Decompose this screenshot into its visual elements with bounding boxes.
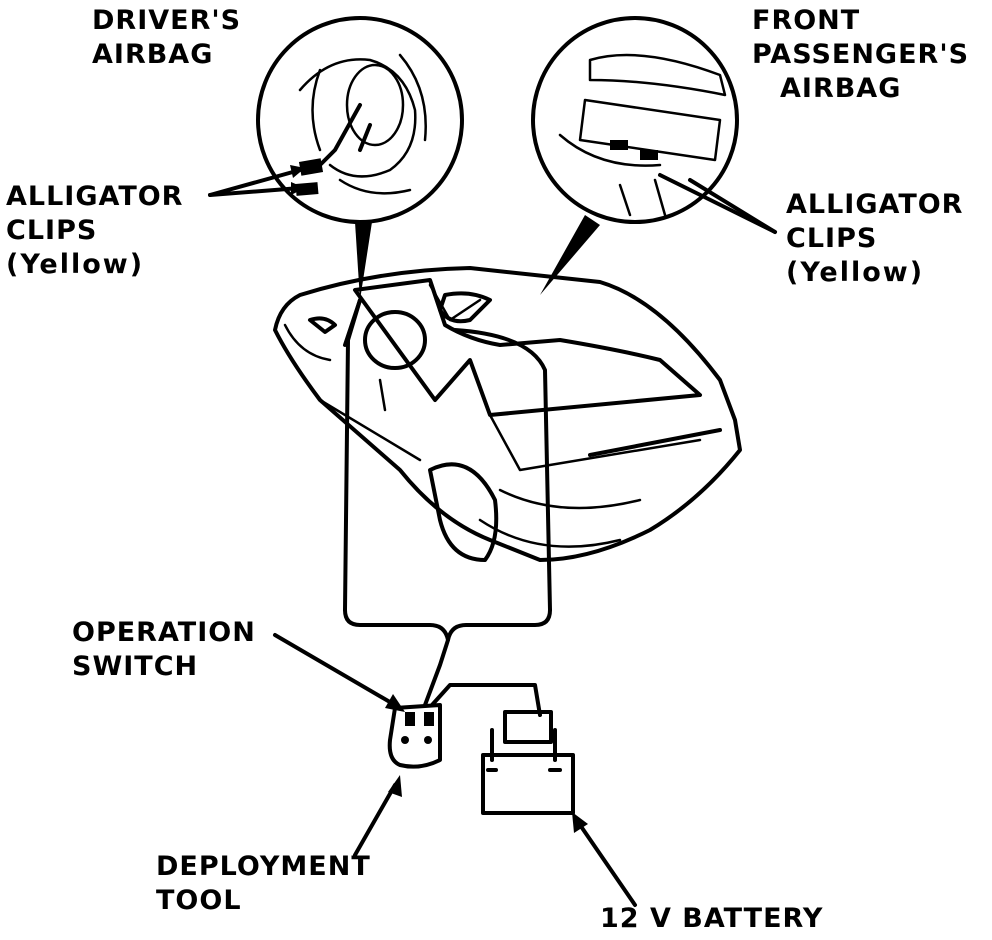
driver-airbag-detail-circle <box>256 16 464 224</box>
deployment-tool-illustration <box>387 703 442 769</box>
alligator-clips-left-label: ALLIGATOR CLIPS (Yellow) <box>6 181 184 280</box>
deployment-wires <box>343 298 552 717</box>
deployment-tool-arrow <box>353 783 397 857</box>
battery-label: 12 V BATTERY <box>600 903 824 934</box>
battery-illustration <box>481 710 575 815</box>
drivers-airbag-label: DRIVER'S AIRBAG <box>92 5 242 70</box>
alligator-clips-right-label: ALLIGATOR CLIPS (Yellow) <box>786 189 964 288</box>
passenger-callout-pointer <box>540 215 600 295</box>
battery-arrow <box>576 820 637 907</box>
deployment-tool-label: DEPLOYMENT TOOL <box>156 851 371 916</box>
front-passenger-airbag-label: FRONT PASSENGER'S AIRBAG <box>752 5 970 104</box>
car-illustration <box>273 266 742 562</box>
operation-switch-label: OPERATION SWITCH <box>72 617 256 682</box>
passenger-airbag-detail-circle <box>531 16 739 224</box>
operation-switch-arrow <box>273 633 397 707</box>
